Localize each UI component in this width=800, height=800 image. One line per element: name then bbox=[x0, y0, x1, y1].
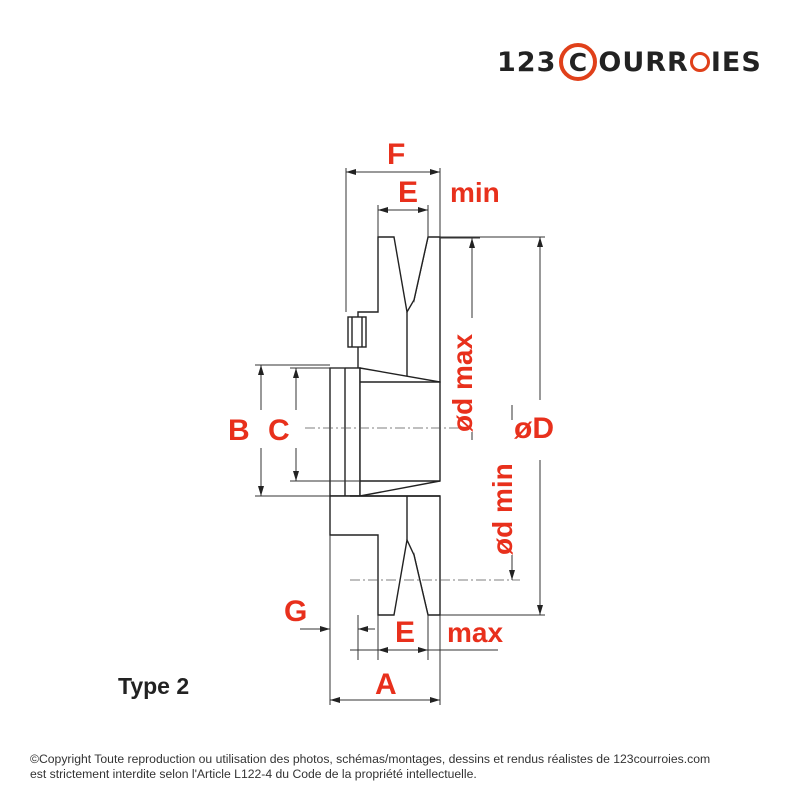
label-B: B bbox=[228, 414, 250, 447]
pulley-lower-section bbox=[329, 495, 441, 616]
logo-number: 123 bbox=[497, 46, 557, 78]
copyright-line-1: ©Copyright Toute reproduction ou utilisa… bbox=[30, 752, 711, 766]
label-max-bottom: max bbox=[447, 617, 503, 648]
label-E-bottom: E bbox=[395, 616, 415, 649]
pulley-hub bbox=[329, 367, 441, 497]
label-G: G bbox=[284, 595, 307, 628]
dimension-lines bbox=[255, 168, 545, 705]
copyright-line-2: est strictement interdite selon l'Articl… bbox=[30, 767, 477, 781]
label-E-top: E bbox=[398, 176, 418, 209]
label-d-min: ød min bbox=[487, 463, 518, 555]
type-label: Type 2 bbox=[118, 673, 190, 699]
label-C: C bbox=[268, 414, 290, 447]
logo-oi-icon bbox=[689, 52, 711, 72]
center-lines bbox=[305, 427, 520, 581]
logo-ring-c: C bbox=[559, 43, 598, 81]
logo-middle: OURR bbox=[598, 46, 689, 78]
label-min-top: min bbox=[450, 177, 500, 208]
pulley-upper-section bbox=[347, 236, 441, 383]
brand-logo[interactable]: 123 C OURR IES bbox=[497, 40, 762, 84]
label-d-max: ød max bbox=[447, 334, 478, 432]
label-A: A bbox=[375, 668, 397, 701]
label-D: øD bbox=[514, 412, 554, 445]
copyright-notice: ©Copyright Toute reproduction ou utilisa… bbox=[30, 752, 790, 782]
label-F: F bbox=[387, 138, 405, 171]
dimension-labels: F E min ød max ød min øD B C G E max A bbox=[228, 138, 554, 701]
logo-suffix: IES bbox=[710, 46, 762, 78]
